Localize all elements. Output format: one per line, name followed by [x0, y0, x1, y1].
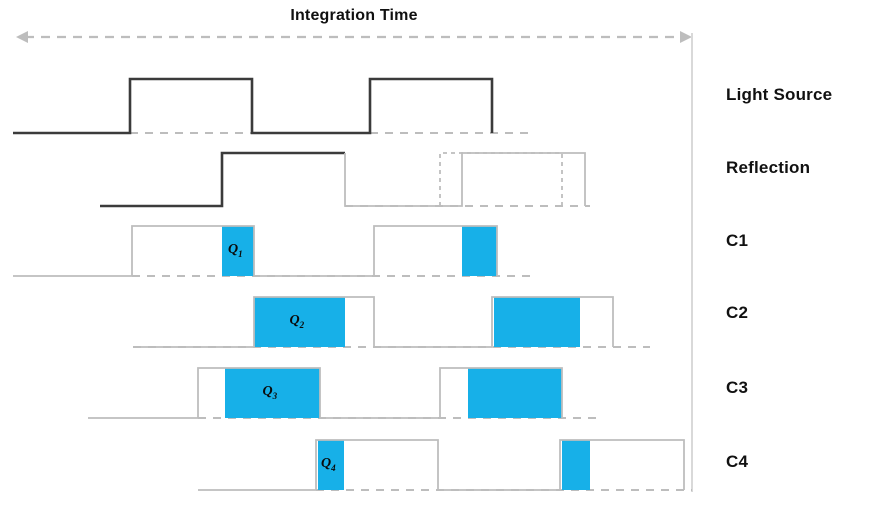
row-label-c3: C3: [726, 378, 749, 397]
charge-label-text: Q: [289, 313, 300, 328]
charge-block-q1: [222, 226, 254, 276]
row-label-c2: C2: [726, 303, 749, 322]
charge-label-q4: Q4: [321, 456, 336, 473]
ghost-pulse-reflection: [439, 152, 563, 206]
charge-label-text: Q: [262, 384, 273, 399]
signal-path-reflection-1: [344, 152, 586, 207]
charge-label-q2: Q2: [290, 313, 305, 330]
signal-path-c2-0: [133, 296, 614, 348]
charge-block-q3b: [468, 368, 562, 418]
integration-time-arrow: [16, 31, 692, 43]
signal-path-light-source-0: [13, 77, 494, 135]
signal-path-c4-0: [198, 439, 685, 491]
row-label-c4: C4: [726, 452, 749, 471]
charge-label-subscript: 4: [331, 462, 336, 473]
charge-label-q3: Q3: [263, 384, 278, 401]
page-title: Integration Time: [290, 7, 418, 24]
signal-path-c3-0: [88, 367, 563, 419]
charge-block-q1b: [462, 226, 497, 276]
waveform-c3: [88, 367, 600, 419]
signal-path-c1-0: [13, 225, 498, 277]
row-label-reflection: Reflection: [726, 158, 811, 177]
arrow-head-left-icon: [16, 31, 28, 43]
charge-label-text: Q: [228, 242, 239, 257]
waveform-c4: [198, 439, 692, 491]
signal-path-reflection-0: [100, 151, 345, 208]
charge-block-q2: [254, 297, 345, 347]
waveform-layer: [13, 77, 692, 491]
charge-label-text: Q: [321, 456, 332, 471]
arrow-head-right-icon: [680, 31, 692, 43]
charge-label-subscript: 1: [238, 248, 243, 259]
row-label-c1: C1: [726, 231, 749, 250]
charge-block-q4b: [562, 440, 590, 490]
charge-label-subscript: 3: [272, 390, 278, 401]
charge-label-q1: Q1: [228, 242, 243, 259]
row-label-light-source: Light Source: [726, 85, 833, 104]
charge-label-subscript: 2: [299, 319, 305, 330]
waveform-c1: [13, 225, 534, 277]
charge-block-q3: [225, 368, 320, 418]
waveform-light-source: [13, 77, 534, 135]
waveform-c2: [133, 296, 650, 348]
waveform-reflection: [100, 151, 590, 208]
charge-block-q4: [318, 440, 344, 490]
charge-block-q2b: [494, 297, 580, 347]
